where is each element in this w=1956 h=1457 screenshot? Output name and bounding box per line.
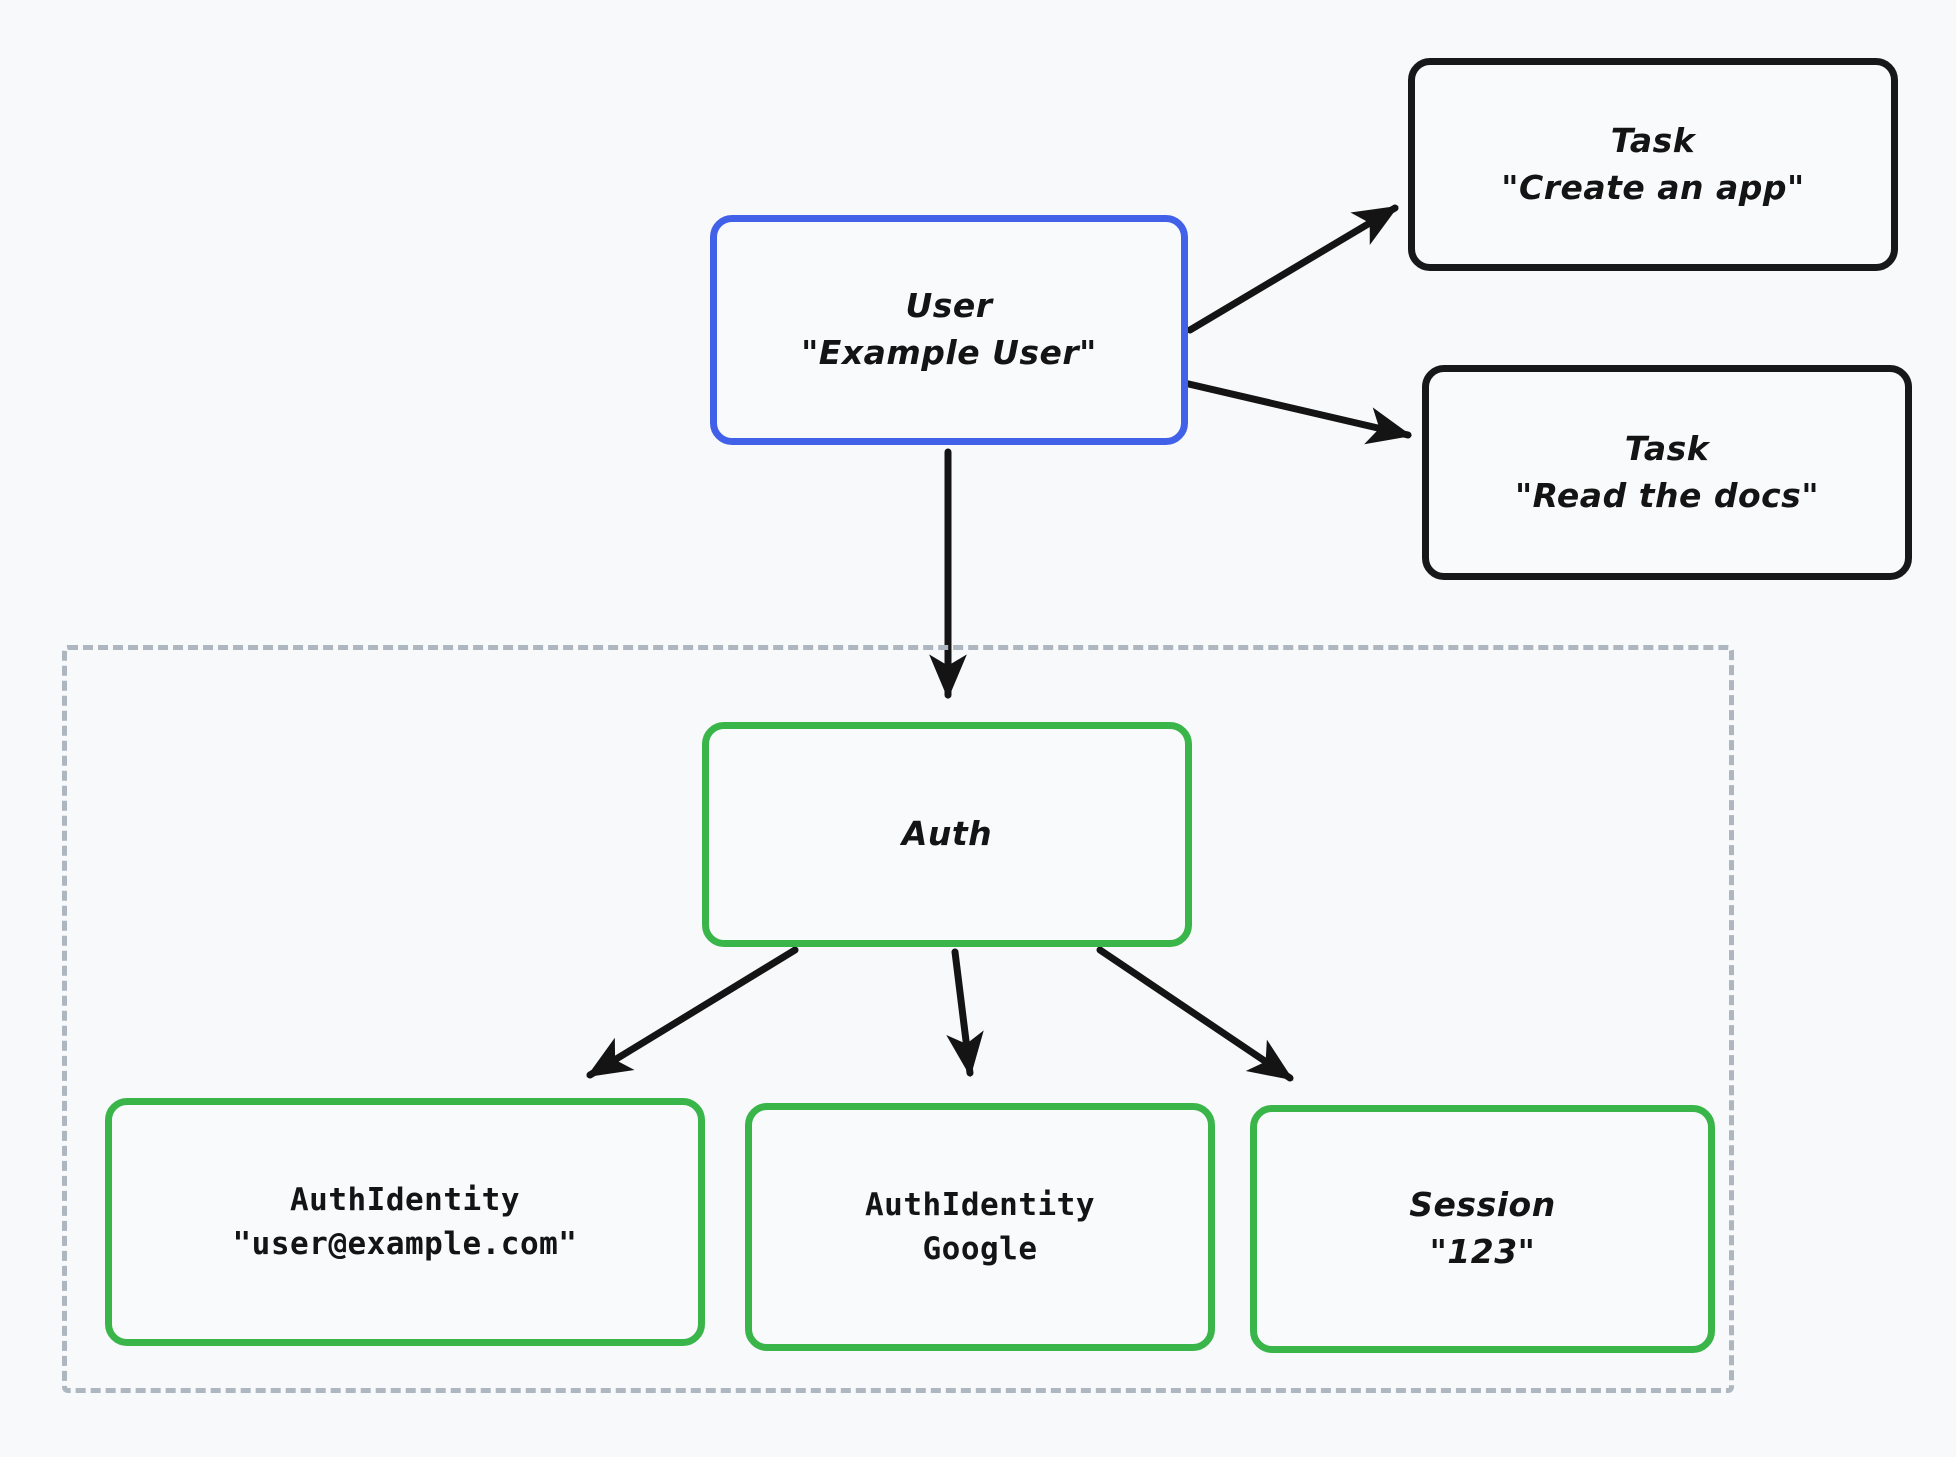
node-auth-identity-email[interactable]: AuthIdentity "user@example.com" [105, 1098, 705, 1346]
node-task-create-title: Task [1610, 120, 1696, 160]
node-user-subtitle: "Example User" [801, 333, 1097, 372]
node-auth-title: Auth [901, 814, 993, 854]
edge-user-to-task-read [1176, 378, 1413, 445]
node-session-title: Session [1409, 1185, 1556, 1225]
node-auth-identity-google-title: AuthIdentity [865, 1186, 1095, 1223]
node-auth-identity-email-title: AuthIdentity [290, 1181, 520, 1218]
node-user-title: User [905, 286, 993, 326]
node-session[interactable]: Session "123" [1250, 1105, 1715, 1353]
node-auth[interactable]: Auth [702, 722, 1192, 947]
auth-group-container [62, 645, 1734, 1393]
node-task-create-an-app[interactable]: Task "Create an app" [1408, 58, 1898, 271]
node-task-read-subtitle: "Read the docs" [1514, 475, 1820, 515]
node-auth-identity-google[interactable]: AuthIdentity Google [745, 1103, 1215, 1351]
node-task-read-title: Task [1624, 428, 1710, 468]
node-user[interactable]: User "Example User" [710, 215, 1188, 445]
node-session-subtitle: "123" [1429, 1232, 1536, 1271]
node-auth-identity-email-subtitle: "user@example.com" [232, 1226, 578, 1262]
node-auth-identity-google-subtitle: Google [922, 1231, 1038, 1267]
node-task-create-subtitle: "Create an app" [1501, 167, 1805, 207]
edge-user-to-task-create [1186, 204, 1399, 334]
node-task-read-the-docs[interactable]: Task "Read the docs" [1422, 365, 1912, 580]
